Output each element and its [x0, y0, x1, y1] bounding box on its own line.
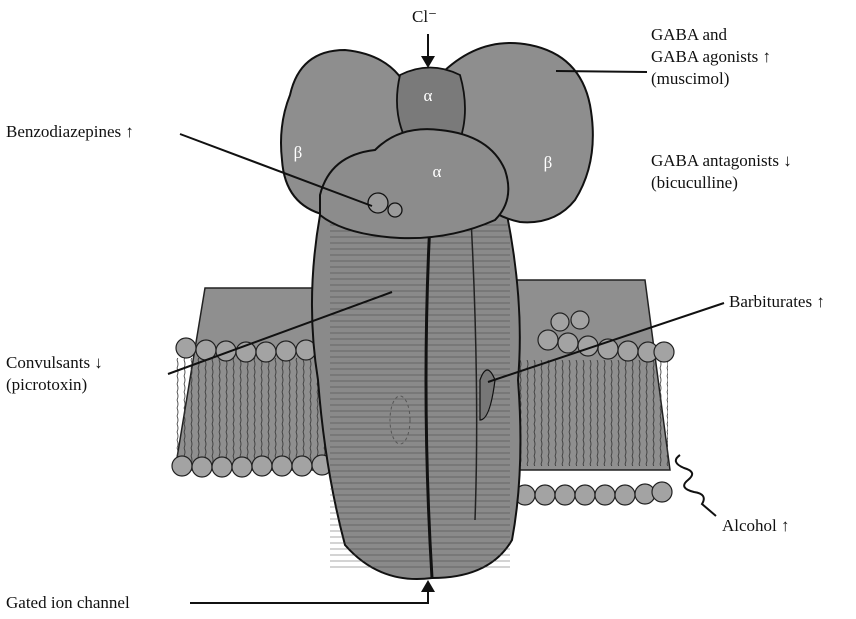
alpha-front-label: α	[433, 162, 442, 181]
gated-ion-channel-label: Gated ion channel	[6, 592, 130, 614]
convulsants-label: Convulsants ↓ (picrotoxin)	[6, 352, 103, 396]
antagonists-line-2: (bicuculline)	[651, 172, 792, 194]
beta-right-label: β	[544, 153, 553, 172]
gated-channel-leader	[190, 592, 428, 603]
convulsants-line-2: (picrotoxin)	[6, 374, 103, 396]
benzodiazepines-label: Benzodiazepines ↑	[6, 121, 134, 143]
membrane-right	[515, 280, 674, 505]
gaba-line-2: GABA agonists ↑	[651, 46, 771, 68]
convulsants-line-1: Convulsants ↓	[6, 352, 103, 374]
antagonists-line-1: GABA antagonists ↓	[651, 150, 792, 172]
alpha-top-label: α	[424, 86, 433, 105]
alcohol-squiggle	[676, 455, 716, 516]
cl-arrowhead	[421, 56, 435, 68]
cl-ion-label: Cl⁻	[412, 6, 437, 28]
gaba-agonists-label: GABA and GABA agonists ↑ (muscimol)	[651, 24, 771, 90]
gaba-line-3: (muscimol)	[651, 68, 771, 90]
gaba-line-1: GABA and	[651, 24, 771, 46]
gaba-antagonists-label: GABA antagonists ↓ (bicuculline)	[651, 150, 792, 194]
gaba-leader	[556, 71, 647, 72]
alcohol-label: Alcohol ↑	[722, 515, 790, 537]
gated-channel-arrowhead	[421, 580, 435, 592]
barbiturates-label: Barbiturates ↑	[729, 291, 825, 313]
beta-left-label: β	[294, 143, 303, 162]
